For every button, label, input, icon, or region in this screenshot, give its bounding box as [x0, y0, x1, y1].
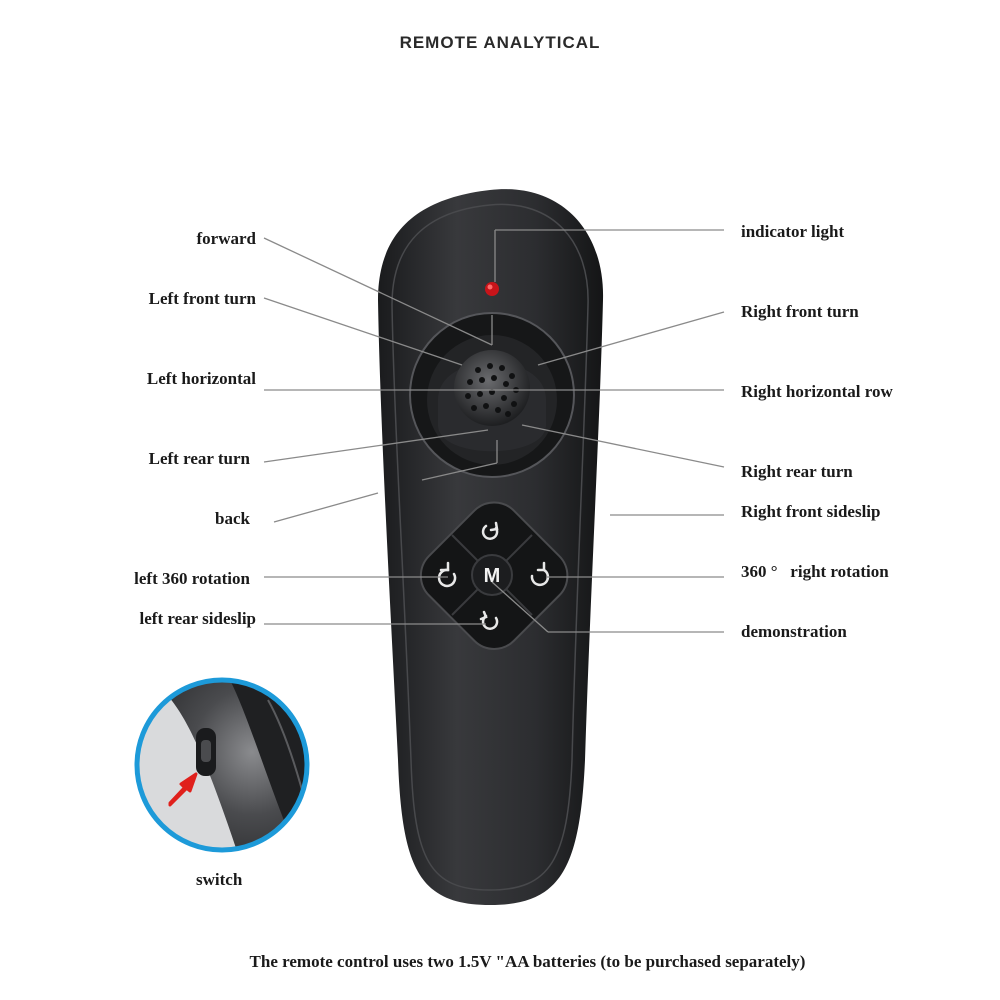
joystick[interactable]	[409, 312, 575, 478]
label-right-rear-turn: Right rear turn	[741, 462, 853, 481]
page-title: REMOTE ANALYTICAL	[399, 33, 601, 52]
label-left-rear-sideslip: left rear sideslip	[139, 609, 256, 628]
label-forward: forward	[196, 229, 256, 248]
dpad	[419, 501, 569, 650]
label-right-front-turn: Right front turn	[741, 302, 859, 321]
footer-note: The remote control uses two 1.5V "AA bat…	[249, 952, 806, 971]
label-left-rear-turn: Left rear turn	[148, 449, 250, 468]
indicator-light-icon	[485, 282, 499, 296]
m-button-label: M	[484, 565, 501, 587]
label-right-360-rotation: 360 ° right rotation	[741, 562, 889, 581]
rotate-right-icon[interactable]	[530, 561, 550, 587]
leader-lines	[263, 229, 725, 633]
label-right-front-sideslip: Right front sideslip	[741, 502, 881, 521]
label-indicator-light: indicator light	[741, 222, 845, 241]
demo-button[interactable]	[471, 554, 513, 596]
label-left-front-turn: Left front turn	[148, 289, 256, 308]
joystick-icon	[454, 350, 530, 426]
label-left-horizontal: Left horizontal	[146, 369, 256, 388]
label-right-horizontal-row: Right horizontal row	[741, 382, 893, 401]
rotate-top-icon[interactable]	[481, 521, 499, 540]
label-back: back	[215, 509, 250, 528]
rotate-bottom-icon[interactable]	[479, 610, 499, 630]
switch-inset	[134, 677, 310, 853]
label-left-360-rotation: left 360 rotation	[134, 569, 250, 588]
switch-arrow-icon	[168, 772, 198, 807]
label-demonstration: demonstration	[741, 622, 847, 641]
rotate-left-icon[interactable]	[437, 561, 457, 588]
label-switch: switch	[196, 870, 243, 889]
